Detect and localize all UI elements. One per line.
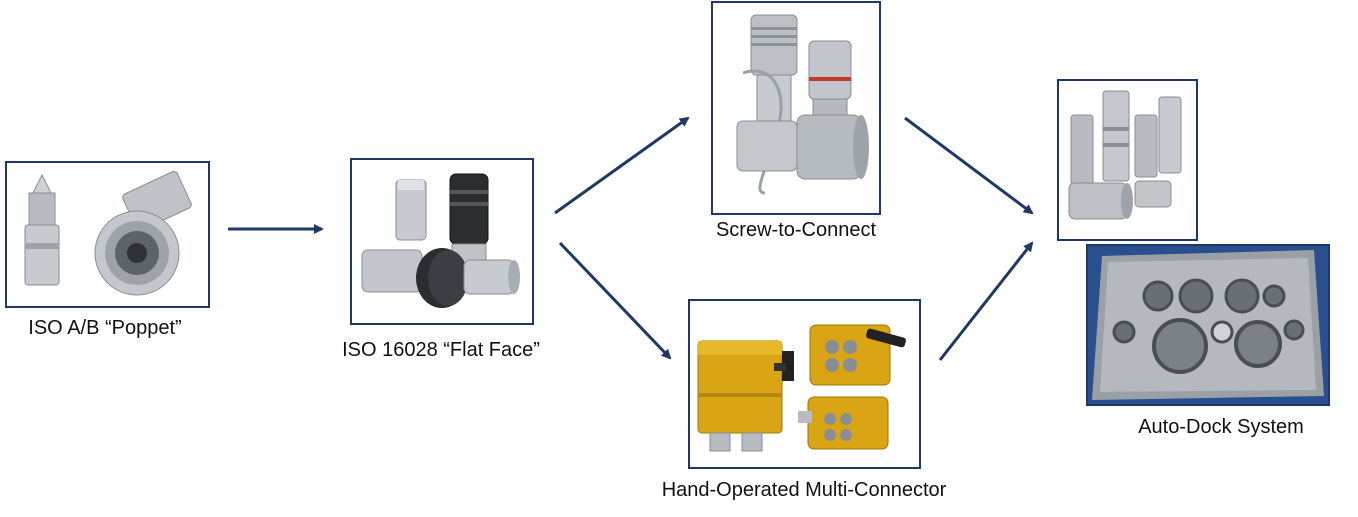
auto-dock-label: Auto-Dock System	[1138, 416, 1304, 438]
arrow-flatface-to-screw	[554, 116, 690, 215]
multi-connector-image	[697, 324, 906, 452]
poppet-label: ISO A/B “Poppet”	[28, 317, 182, 339]
screw-image-frame	[711, 1, 881, 215]
poppet-image-frame	[5, 161, 210, 308]
arrow-screw-to-autodock	[904, 116, 1034, 215]
screw-coupler-image	[736, 14, 869, 195]
flat-face-image-frame	[350, 158, 534, 325]
auto-dock-couplers-image	[1068, 90, 1182, 220]
flat-face-label: ISO 16028 “Flat Face”	[342, 339, 540, 361]
auto-dock-panel-frame	[1086, 244, 1330, 406]
arrow-multi-to-autodock	[938, 241, 1034, 361]
multi-image-frame	[688, 299, 921, 469]
arrow-flatface-to-multi	[558, 241, 672, 360]
multi-label: Hand-Operated Multi-Connector	[661, 479, 947, 501]
screw-label: Screw-to-Connect	[715, 219, 877, 241]
auto-dock-couplers-frame	[1057, 79, 1198, 241]
poppet-coupler-image	[24, 171, 192, 296]
auto-dock-panel-image	[1088, 246, 1328, 404]
flat-face-coupler-image	[361, 173, 520, 308]
